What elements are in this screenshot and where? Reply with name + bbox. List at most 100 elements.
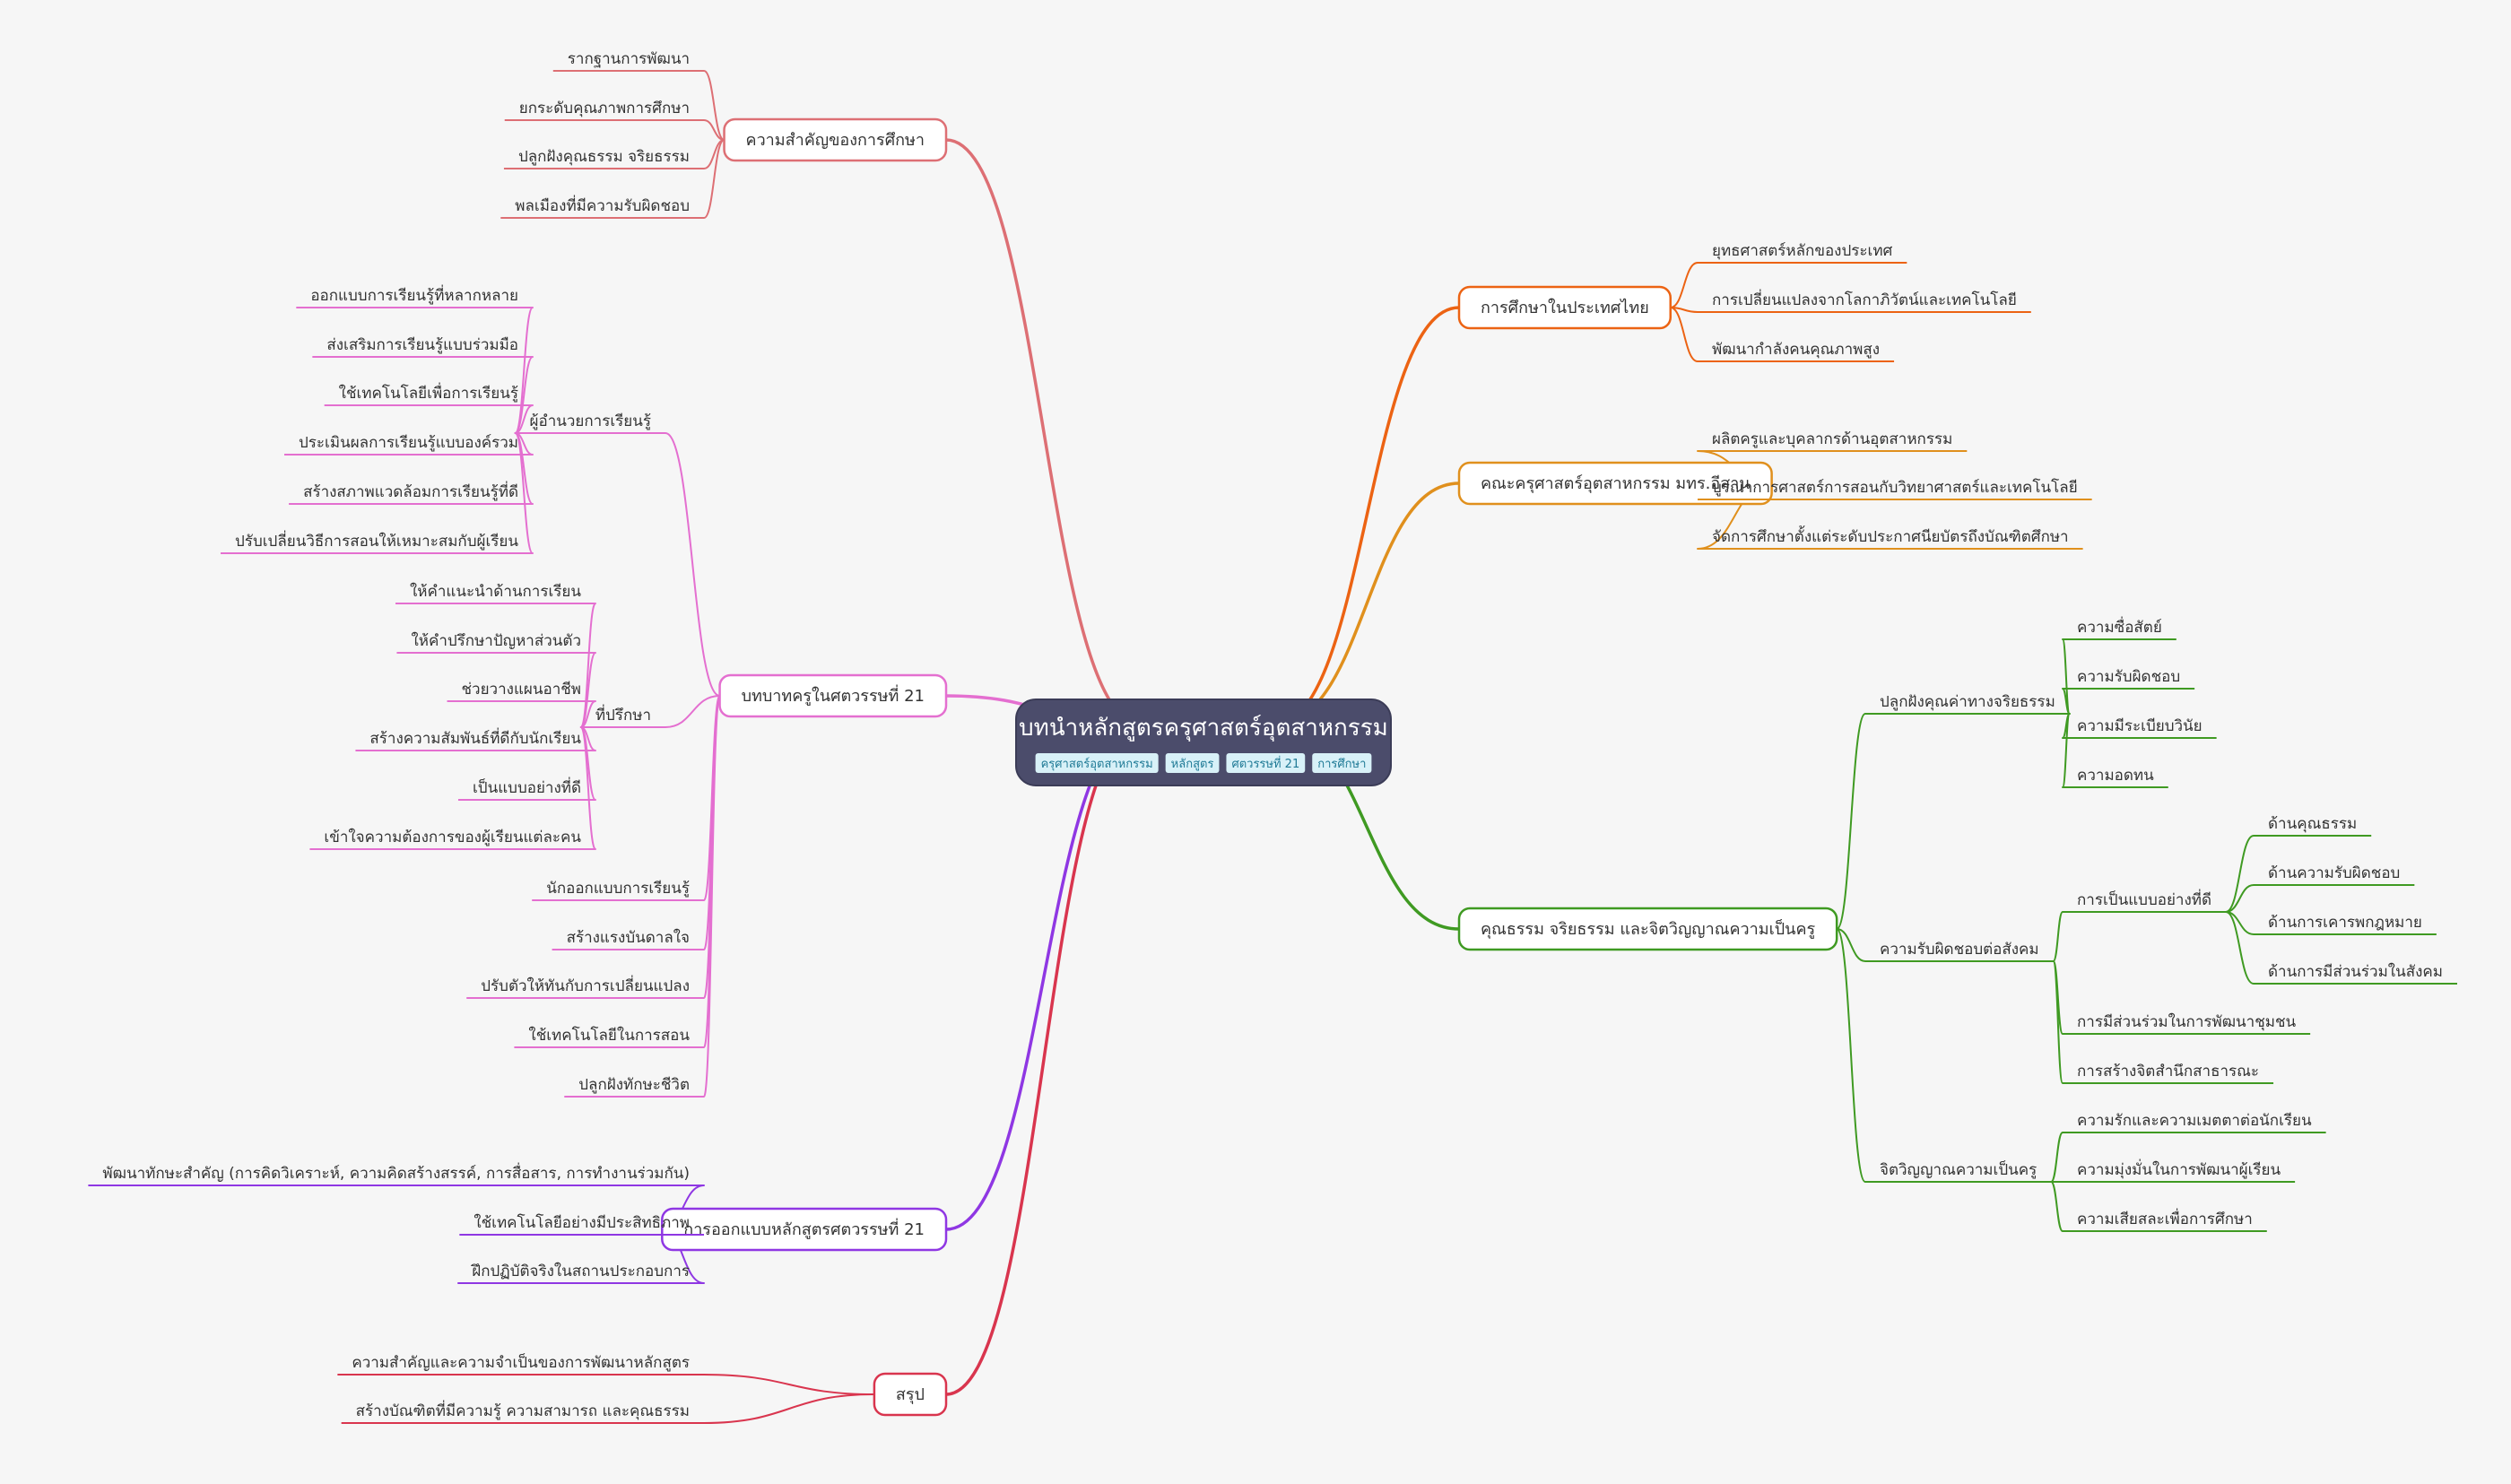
branch-connector bbox=[665, 432, 721, 697]
root-tag-label: ศตวรรษที่ 21 bbox=[1231, 756, 1299, 771]
branch-right-2[interactable]: คณะครุศาสตร์อุตสาหกรรม มทร.อีสาน bbox=[1457, 461, 1773, 506]
subtopic-item[interactable]: จัดการศึกษาตั้งแต่ระดับประกาศนียบัตรถึงบ… bbox=[1698, 525, 2083, 550]
node-label: ผลิตครูและบุคลากรด้านอุตสาหกรรม bbox=[1712, 430, 1952, 448]
subtopic-item[interactable]: นักออกแบบการเรียนรู้ bbox=[532, 880, 704, 901]
leaf-item[interactable]: เป็นแบบอย่างที่ดี bbox=[457, 777, 595, 801]
branch-label: บทบาทครูในศตวรรษที่ 21 bbox=[742, 684, 925, 706]
branch-connector bbox=[703, 1393, 875, 1424]
node-label: ปลูกฝังคุณธรรม จริยธรรม bbox=[518, 148, 690, 166]
subtopic-item[interactable]: สร้างบัณฑิตที่มีความรู้ ความสามารถ และคุ… bbox=[341, 1400, 704, 1424]
subtopic-item[interactable]: การเปลี่ยนแปลงจากโลกาภิวัตน์และเทคโนโลยี bbox=[1698, 289, 2031, 313]
root-tag-chip bbox=[1312, 753, 1372, 773]
leaf-item[interactable]: ประเมินผลการเรียนรู้แบบองค์รวม bbox=[284, 434, 533, 456]
subtopic-item[interactable]: สร้างแรงบันดาลใจ bbox=[552, 928, 704, 950]
leaf-item[interactable]: ความเสียสละเพื่อการศึกษา bbox=[2063, 1208, 2267, 1232]
branch-left-3[interactable]: การออกแบบหลักสูตรศตวรรษที่ 21 bbox=[661, 1207, 948, 1252]
subtopic-item[interactable]: พลเมืองที่มีความรับผิดชอบ bbox=[500, 195, 704, 219]
branch-left-2[interactable]: บทบาทครูในศตวรรษที่ 21 bbox=[718, 673, 948, 718]
branch-left-4[interactable]: สรุป bbox=[873, 1372, 948, 1417]
subtopic-item[interactable]: ยุทธศาสตร์หลักของประเทศ bbox=[1698, 242, 1907, 264]
subtopic-item[interactable]: ที่ปรึกษา bbox=[580, 704, 665, 728]
root-title: บทนำหลักสูตรครุศาสตร์อุตสาหกรรม bbox=[1019, 715, 1388, 742]
leaf-item[interactable]: ความซื่อสัตย์ bbox=[2063, 616, 2176, 640]
branch-connector bbox=[703, 1374, 875, 1395]
branch-box bbox=[1457, 907, 1838, 951]
node-label: พลเมืองที่มีความรับผิดชอบ bbox=[515, 195, 690, 215]
root-tag-chip bbox=[1226, 753, 1306, 773]
leaf-connector bbox=[2062, 713, 2071, 788]
leaf-item[interactable]: ปรับเปลี่ยนวิธีการสอนให้เหมาะสมกับผู้เรี… bbox=[221, 530, 533, 554]
node-label: ความเสียสละเพื่อการศึกษา bbox=[2077, 1208, 2253, 1228]
leaf-item[interactable]: ด้านคุณธรรม bbox=[2254, 815, 2372, 837]
root-tag: การศึกษา bbox=[1312, 753, 1372, 773]
root-node[interactable]: บทนำหลักสูตรครุศาสตร์อุตสาหกรรม ครุศาสตร… bbox=[1015, 699, 1392, 786]
leaf-item[interactable]: เข้าใจความต้องการของผู้เรียนแต่ละคน bbox=[309, 828, 595, 850]
branch-connector bbox=[1836, 928, 1866, 962]
branch-connector bbox=[1669, 262, 1699, 308]
leaf-item[interactable]: การมีส่วนร่วมในการพัฒนาชุมชน bbox=[2063, 1012, 2311, 1035]
subtopic-item[interactable]: พัฒนาทักษะสำคัญ (การคิดวิเคราะห์, ความคิ… bbox=[88, 1162, 704, 1186]
root-tag-label: ครุศาสตร์อุตสาหกรรม bbox=[1041, 757, 1153, 771]
subtopic-item[interactable]: ความรับผิดชอบต่อสังคม bbox=[1865, 941, 2054, 962]
leaf-item[interactable]: ออกแบบการเรียนรู้ที่หลากหลาย bbox=[296, 284, 533, 308]
leaf-item[interactable]: ความอดทน bbox=[2063, 767, 2168, 788]
node-label: ด้านคุณธรรม bbox=[2268, 815, 2357, 833]
root-connector bbox=[944, 723, 1143, 1231]
node-label: ความรับผิดชอบต่อสังคม bbox=[1880, 941, 2039, 959]
subtopic-item[interactable]: ฝึกปฏิบัติจริงในสถานประกอบการ bbox=[457, 1262, 704, 1284]
subtopic-item[interactable]: ใช้เทคโนโลยีอย่างมีประสิทธิภาพ bbox=[459, 1213, 704, 1236]
leaf-connector bbox=[2225, 884, 2255, 913]
leaf-item[interactable]: ให้คำแนะนำด้านการเรียน bbox=[395, 582, 595, 604]
root-connector bbox=[1273, 306, 1461, 726]
node-label: จิตวิญญาณความเป็นครู bbox=[1880, 1159, 2037, 1179]
leaf-item[interactable]: ช่วยวางแผนอาชีพ bbox=[447, 681, 595, 702]
branch-right-3[interactable]: คุณธรรม จริยธรรม และจิตวิญญาณความเป็นครู bbox=[1457, 907, 1838, 951]
subtopic-item[interactable]: ปรับตัวให้ทันกับการเปลี่ยนแปลง bbox=[466, 975, 704, 999]
node-label: ความอดทน bbox=[2077, 767, 2154, 785]
subtopic-item[interactable]: ยกระดับคุณภาพการศึกษา bbox=[504, 100, 704, 121]
subtopic-item[interactable]: ผู้อำนวยการเรียนรู้ bbox=[515, 412, 665, 434]
subtopic-item[interactable]: รากฐานการพัฒนา bbox=[552, 50, 704, 72]
subtopic-item[interactable]: ปลูกฝังคุณค่าทางจริยธรรม bbox=[1865, 693, 2070, 715]
leaf-item[interactable]: การสร้างจิตสำนึกสาธารณะ bbox=[2063, 1063, 2274, 1084]
root-connector bbox=[944, 723, 1143, 1396]
node-label: ปลูกฝังทักษะชีวิต bbox=[578, 1076, 690, 1094]
node-label: ยุทธศาสตร์หลักของประเทศ bbox=[1712, 242, 1893, 260]
leaf-item[interactable]: ความมีระเบียบวินัย bbox=[2063, 717, 2217, 739]
subtopic-item[interactable]: ใช้เทคโนโลยีในการสอน bbox=[514, 1026, 704, 1048]
node-label: ความรับผิดชอบ bbox=[2077, 668, 2180, 686]
node-label: ปรับตัวให้ทันกับการเปลี่ยนแปลง bbox=[481, 975, 690, 995]
node-label: ความรักและความเมตตาต่อนักเรียน bbox=[2077, 1112, 2312, 1130]
leaf-item[interactable]: ด้านการมีส่วนร่วมในสังคม bbox=[2254, 962, 2457, 985]
leaf-item[interactable]: ให้คำปรึกษาปัญหาส่วนตัว bbox=[396, 631, 595, 654]
node-label: การมีส่วนร่วมในการพัฒนาชุมชน bbox=[2077, 1012, 2297, 1031]
node-label: ประเมินผลการเรียนรู้แบบองค์รวม bbox=[299, 434, 518, 452]
leaf-item[interactable]: สร้างความสัมพันธ์ที่ดีกับนักเรียน bbox=[355, 727, 595, 751]
leaf-item[interactable]: ด้านความรับผิดชอบ bbox=[2254, 864, 2415, 886]
branch-left-1[interactable]: ความสำคัญของการศึกษา bbox=[723, 117, 948, 162]
branch-label: คณะครุศาสตร์อุตสาหกรรม มทร.อีสาน bbox=[1481, 474, 1751, 493]
branch-box bbox=[873, 1372, 948, 1417]
leaf-item[interactable]: ส่งเสริมการเรียนรู้แบบร่วมมือ bbox=[312, 336, 533, 358]
node-label: ที่ปรึกษา bbox=[595, 704, 651, 725]
subtopic-item[interactable]: ความสำคัญและความจำเป็นของการพัฒนาหลักสูต… bbox=[337, 1352, 704, 1376]
subtopic-item[interactable]: จิตวิญญาณความเป็นครู bbox=[1865, 1159, 2052, 1183]
leaf-item[interactable]: ความรับผิดชอบ bbox=[2063, 668, 2195, 690]
node-label: ความสำคัญและความจำเป็นของการพัฒนาหลักสูต… bbox=[352, 1352, 690, 1372]
branch-right-1[interactable]: การศึกษาในประเทศไทย bbox=[1457, 285, 1672, 330]
leaf-item[interactable]: ความมุ่งมั่นในการพัฒนาผู้เรียน bbox=[2063, 1159, 2296, 1183]
leaf-item[interactable]: สร้างสภาพแวดล้อมการเรียนรู้ที่ดี bbox=[289, 481, 533, 505]
leaf-item[interactable]: ความรักและความเมตตาต่อนักเรียน bbox=[2063, 1112, 2326, 1133]
leaf-item[interactable]: ด้านการเคารพกฎหมาย bbox=[2254, 914, 2437, 935]
branch-connector bbox=[703, 695, 721, 1098]
node-label: ด้านการเคารพกฎหมาย bbox=[2268, 914, 2422, 932]
leaf-item[interactable]: ใช้เทคโนโลยีเพื่อการเรียนรู้ bbox=[324, 382, 533, 406]
subtopic-item[interactable]: ผลิตครูและบุคลากรด้านอุตสาหกรรม bbox=[1698, 430, 1968, 452]
leaf-item[interactable]: การเป็นแบบอย่างที่ดี bbox=[2063, 889, 2226, 913]
subtopic-item[interactable]: บูรณาการศาสตร์การสอนกับวิทยาศาสตร์และเทค… bbox=[1698, 478, 2092, 500]
subtopic-item[interactable]: ปลูกฝังคุณธรรม จริยธรรม bbox=[503, 148, 704, 169]
subtopic-item[interactable]: พัฒนากำลังคนคุณภาพสูง bbox=[1698, 341, 1895, 362]
branch-connector bbox=[1836, 713, 1866, 930]
subtopic-item[interactable]: ปลูกฝังทักษะชีวิต bbox=[564, 1076, 704, 1098]
